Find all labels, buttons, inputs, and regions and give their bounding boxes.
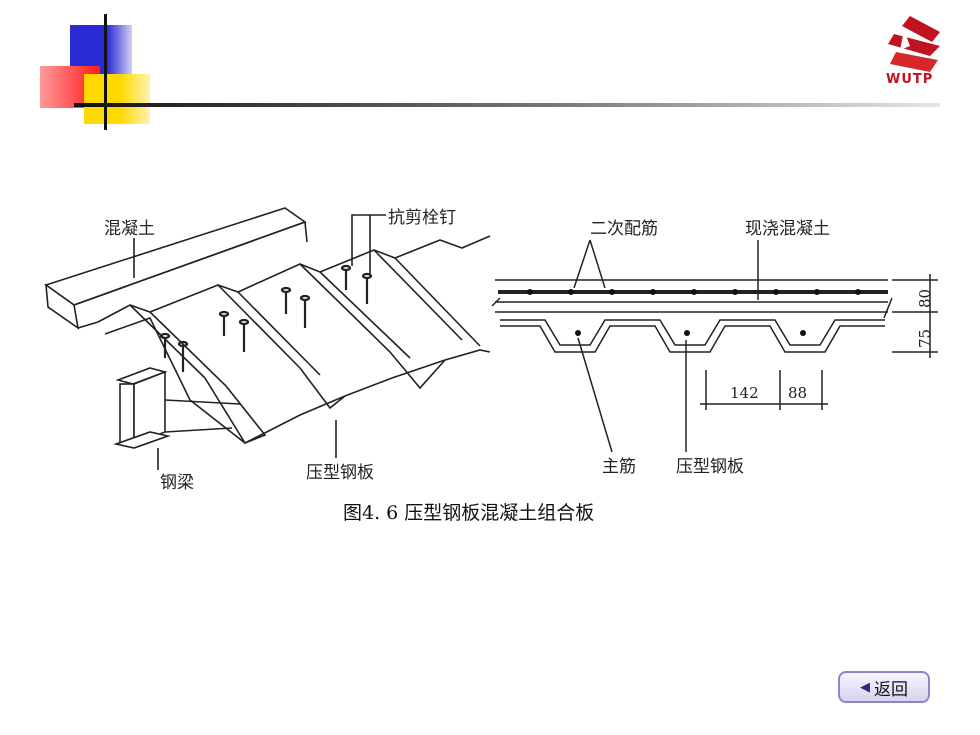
decor-yellow-square [84, 74, 150, 124]
logo-text: WUTP [886, 72, 934, 87]
label-main-rebar: 主筋 [602, 457, 636, 477]
label-steel-beam: 钢梁 [160, 473, 194, 493]
section-view [491, 239, 938, 453]
dimension-75: 75 [916, 328, 934, 348]
label-profiled-sheet-left: 压型钢板 [306, 463, 374, 483]
label-concrete: 混凝土 [104, 219, 155, 239]
label-profiled-sheet-right: 压型钢板 [676, 457, 744, 477]
label-secondary-rebar: 二次配筋 [590, 219, 658, 239]
label-shear-stud: 抗剪栓钉 [388, 208, 456, 228]
decor-horizontal-line [74, 103, 940, 107]
back-button-label: 返回 [874, 679, 908, 700]
back-button[interactable]: ◀ 返回 [838, 671, 930, 703]
triangle-left-icon: ◀ [860, 679, 870, 695]
dimension-88: 88 [788, 384, 808, 402]
decor-vertical-line [104, 14, 107, 130]
label-cast-concrete: 现浇混凝土 [745, 219, 830, 239]
figure-caption: 图4. 6 压型钢板混凝土组合板 [343, 502, 595, 524]
dimension-142: 142 [730, 384, 759, 402]
dimension-80: 80 [916, 288, 934, 308]
wutp-logo [888, 16, 940, 72]
isometric-view [44, 207, 491, 470]
